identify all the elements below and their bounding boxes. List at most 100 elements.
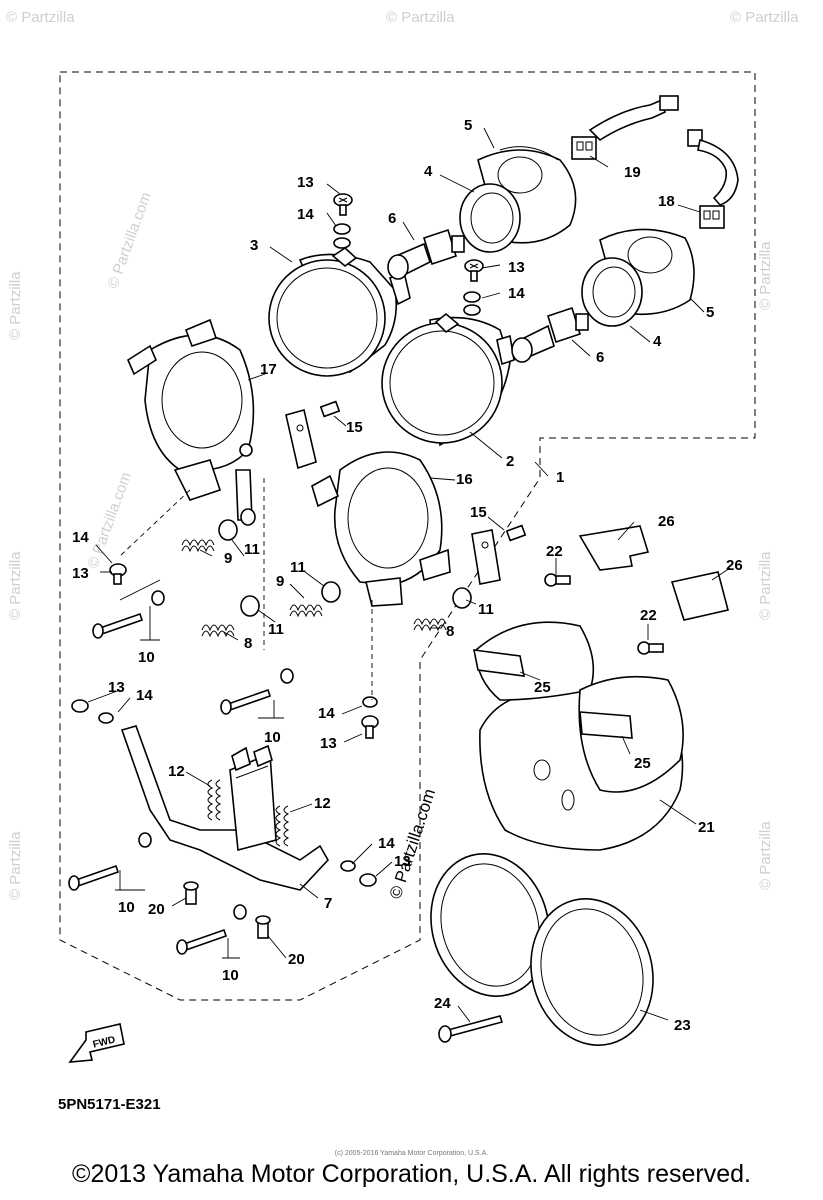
bulb-ring-4-lower [581,257,643,327]
callout-13-e: 13 [320,735,337,752]
bulb-6-upper [387,228,465,280]
callout-3: 3 [250,237,258,254]
watermark-l1: © Partzilla [7,271,24,340]
callout-8-left: 8 [244,635,252,652]
watermark-tl: © Partzilla [6,9,75,26]
callout-20-a: 20 [148,901,165,918]
grommet-11-a [218,508,256,541]
wire-harness-18 [687,129,739,229]
callout-10-a: 10 [138,649,155,666]
callout-6-lower: 6 [596,349,604,366]
screw-22-a [544,573,571,587]
watermark-r1: © Partzilla [757,241,774,310]
callout-20-b: 20 [288,951,305,968]
bolt-10-d [176,904,247,955]
callout-15-a: 15 [346,419,363,436]
callout-22-a: 22 [546,543,563,560]
callout-19: 19 [624,164,641,181]
watermark-m1: © Partzilla.com [84,470,135,571]
callout-14-e: 14 [318,705,335,722]
callout-13-a: 13 [297,174,314,191]
spring-8-a [201,624,235,638]
headlight-unit-2 [381,312,515,447]
callout-11-c: 11 [290,559,306,576]
spring-12-a [207,779,222,821]
watermark-r3: © Partzilla [757,821,774,890]
bolt-20-b [255,915,271,939]
headlight-shell-25 [472,621,684,793]
screw-13-top [333,193,353,216]
screw-13-e [361,696,379,739]
spring-12-b [275,805,290,847]
callout-15-b: 15 [470,504,487,521]
watermark-l2: © Partzilla [7,551,24,620]
callout-2: 2 [506,453,514,470]
bolt-20-a [183,881,199,905]
callout-8-right: 8 [446,623,454,640]
watermark-r2: © Partzilla [757,551,774,620]
washer-14-top [333,223,351,249]
headlight-unit-3 [268,246,411,377]
washer-14-mid [463,291,481,316]
callout-14-b: 14 [508,285,525,302]
callout-6-upper: 6 [388,210,396,227]
bolt-10-c [68,832,152,891]
callout-numbers: 1 2 3 4 4 5 5 6 6 7 8 8 9 9 10 10 10 10 … [72,117,743,1034]
fwd-label: FWD [92,1034,117,1050]
spring-8-b [413,618,447,632]
callout-14-d: 14 [136,687,153,704]
assembly-boundary [59,71,756,1001]
callout-14-a: 14 [297,206,314,223]
callout-10-b: 10 [264,729,281,746]
bulb-ring-4-upper [459,183,521,253]
callout-25-a: 25 [534,679,551,696]
wire-harness-19 [571,95,679,160]
watermark-m2: © Partzilla.com [104,190,155,291]
spring-9-a [181,539,215,553]
callout-26-b: 26 [726,557,743,574]
bolt-10-a [92,590,165,639]
mount-plate-15-right [471,524,527,585]
callout-12-b: 12 [314,795,331,812]
mount-plate-15-left [285,400,341,470]
callout-13-c: 13 [72,565,89,582]
watermark-tr: © Partzilla [730,9,799,26]
spring-9-b [289,604,323,618]
watermark-tc: © Partzilla [386,9,455,26]
callout-13-b: 13 [508,259,525,276]
callout-4-upper: 4 [424,163,433,180]
bolt-10-b [220,668,294,715]
callout-1: 1 [556,469,564,486]
callout-13-f: 13 [394,853,411,870]
bolt-24 [438,1015,504,1043]
housing-bracket-17 [126,318,255,521]
small-print: (c) 2005-2016 Yamaha Motor Corporation, … [334,1150,489,1157]
screw-13-f [340,860,377,887]
callout-25-b: 25 [634,755,651,772]
grommet-11-c [321,581,341,603]
callout-12-a: 12 [168,763,185,780]
callout-11-a: 11 [244,541,260,558]
callout-5-lower: 5 [706,304,714,321]
screw-22-b [637,641,664,655]
callout-11-b: 11 [268,621,284,638]
lower-stay-7 [120,725,329,891]
callout-26-a: 26 [658,513,675,530]
leader-1 [534,461,549,477]
screw-13-mid [464,259,484,282]
diagram-code: 5PN5171-E321 [58,1096,161,1113]
callout-21: 21 [698,819,715,836]
plate-26-a [578,525,650,571]
screw-13-d [71,699,114,724]
callout-7: 7 [324,895,332,912]
callout-18: 18 [658,193,675,210]
rim-23 [430,853,654,1046]
callout-22-b: 22 [640,607,657,624]
callout-16: 16 [456,471,473,488]
leader-lines [87,127,731,1023]
callout-13-d: 13 [108,679,125,696]
grommet-11-b [240,595,260,617]
callout-14-f: 14 [378,835,395,852]
callout-23: 23 [674,1017,691,1034]
